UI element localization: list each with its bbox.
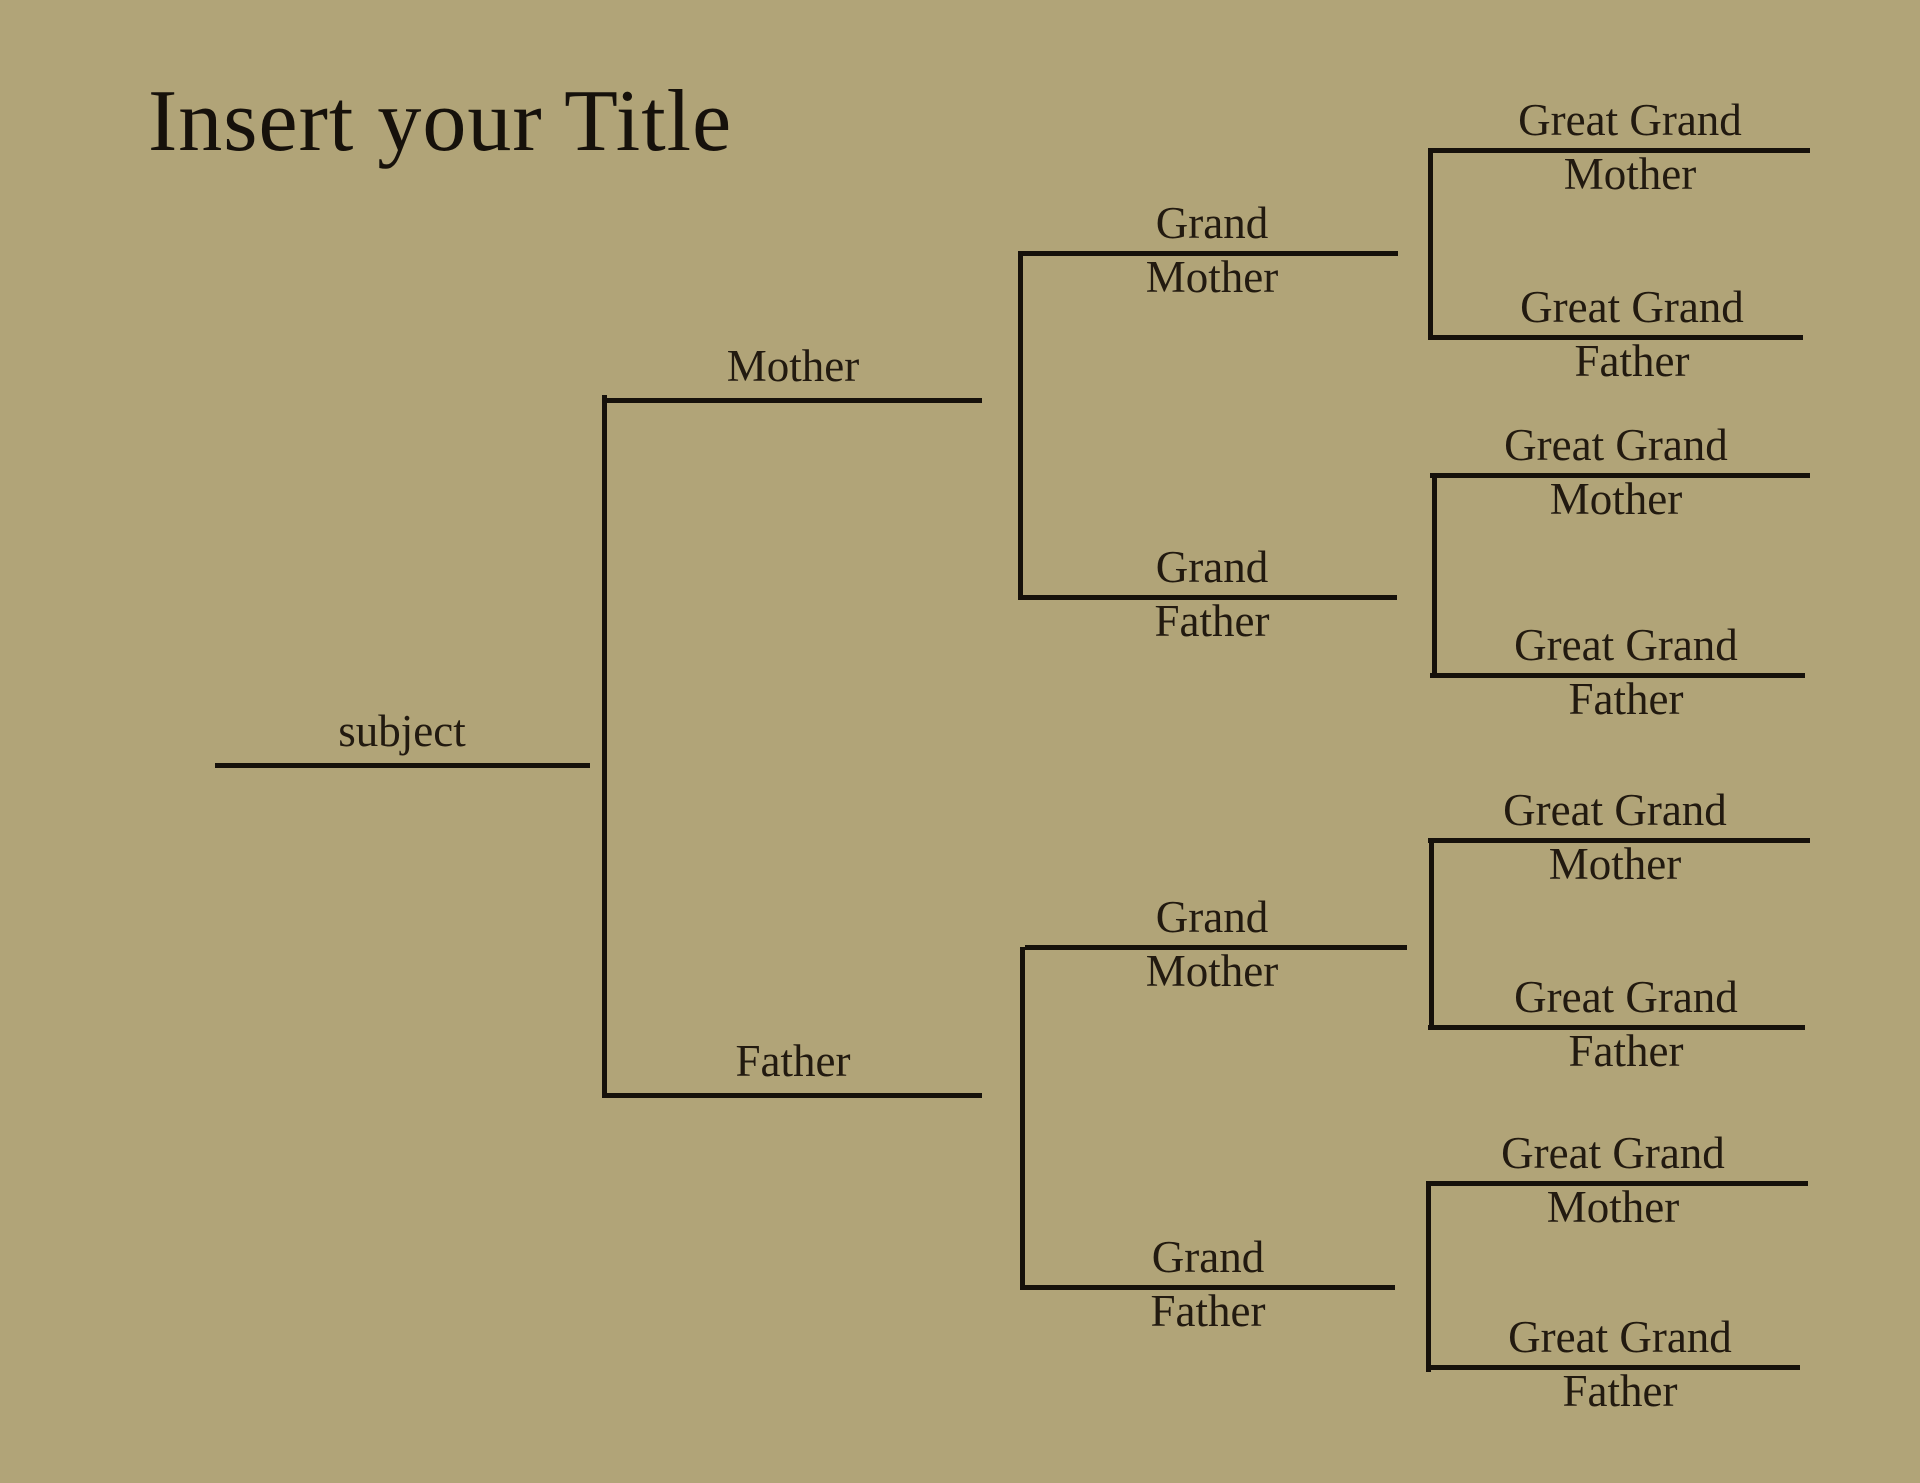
- node-paternal-grandmother: Grand Mother: [992, 890, 1432, 998]
- ff-greatgrandmother-line: [1426, 1181, 1808, 1186]
- node-father: Father: [603, 1035, 983, 1087]
- mm-greatgrandfather-label-line2: Father: [1574, 336, 1690, 386]
- paternal-grandmother-label-line2: Mother: [1145, 946, 1279, 996]
- node-paternal-grandfather: Grand Father: [988, 1230, 1428, 1338]
- parents-bracket-line: [602, 395, 607, 1098]
- node-maternal-grandfather: Grand Father: [992, 540, 1432, 648]
- mf-greatgrandfather-label-line1: Great Grand: [1514, 620, 1738, 670]
- father-label: Father: [735, 1036, 851, 1086]
- ff-greatgrand-bracket-line: [1426, 1181, 1431, 1372]
- node-mm-greatgrandmother: Great Grand Mother: [1410, 93, 1850, 201]
- page-title: Insert your Title: [148, 73, 733, 170]
- fm-greatgrandmother-label-line1: Great Grand: [1503, 785, 1727, 835]
- maternal-grandfather-label-line2: Father: [1154, 596, 1270, 646]
- mother-label: Mother: [726, 341, 860, 391]
- mm-greatgrandfather-line: [1428, 335, 1803, 340]
- node-mother: Mother: [603, 340, 983, 392]
- ff-greatgrandfather-line: [1426, 1365, 1800, 1370]
- paternal-grandfather-label-line2: Father: [1150, 1286, 1266, 1336]
- ff-greatgrandfather-label-line2: Father: [1562, 1366, 1678, 1416]
- mf-greatgrandfather-label-line2: Father: [1568, 674, 1684, 724]
- mm-greatgrandfather-label-line1: Great Grand: [1520, 282, 1744, 332]
- paternal-grandmother-line: [1025, 945, 1407, 950]
- paternal-grandmother-label-line1: Grand: [1155, 892, 1269, 942]
- node-fm-greatgrandmother: Great Grand Mother: [1395, 783, 1835, 891]
- fm-greatgrandmother-label-line2: Mother: [1548, 839, 1682, 889]
- mf-greatgrandfather-line: [1430, 673, 1805, 678]
- subject-line: [215, 763, 590, 768]
- father-line: [602, 1093, 982, 1098]
- mm-greatgrandmother-label-line1: Great Grand: [1518, 95, 1742, 145]
- fm-greatgrandfather-line: [1428, 1025, 1805, 1030]
- node-fm-greatgrandfather: Great Grand Father: [1406, 970, 1846, 1078]
- subject-label: subject: [338, 706, 466, 756]
- ff-greatgrandmother-label-line1: Great Grand: [1501, 1128, 1725, 1178]
- mf-greatgrandmother-label-line1: Great Grand: [1504, 420, 1728, 470]
- node-mm-greatgrandfather: Great Grand Father: [1412, 280, 1852, 388]
- node-ff-greatgrandfather: Great Grand Father: [1400, 1310, 1840, 1418]
- maternal-grandfather-label-line1: Grand: [1155, 542, 1269, 592]
- paternal-grandfather-line: [1020, 1285, 1395, 1290]
- maternal-grandfather-line: [1018, 595, 1397, 600]
- mother-line: [602, 398, 982, 403]
- maternal-grandmother-label-line2: Mother: [1145, 252, 1279, 302]
- ff-greatgrandmother-label-line2: Mother: [1546, 1182, 1680, 1232]
- node-mf-greatgrandmother: Great Grand Mother: [1396, 418, 1836, 526]
- fm-greatgrand-bracket-line: [1429, 838, 1434, 1030]
- ff-greatgrandfather-label-line1: Great Grand: [1508, 1312, 1732, 1362]
- node-mf-greatgrandfather: Great Grand Father: [1406, 618, 1846, 726]
- mm-greatgrandmother-label-line2: Mother: [1563, 149, 1697, 199]
- fm-greatgrandfather-label-line2: Father: [1568, 1026, 1684, 1076]
- mm-greatgrandmother-line: [1428, 148, 1810, 153]
- mm-greatgrand-bracket-line: [1428, 148, 1433, 340]
- fm-greatgrandmother-line: [1428, 838, 1810, 843]
- maternal-grandmother-line: [1018, 251, 1398, 256]
- node-maternal-grandmother: Grand Mother: [992, 196, 1432, 304]
- paternal-grandfather-label-line1: Grand: [1151, 1232, 1265, 1282]
- mf-greatgrandmother-line: [1430, 473, 1810, 478]
- mf-greatgrandmother-label-line2: Mother: [1549, 474, 1683, 524]
- paternal-grandparents-bracket-line: [1020, 947, 1025, 1290]
- mf-greatgrand-bracket-line: [1432, 476, 1437, 678]
- node-subject: subject: [212, 705, 592, 757]
- fm-greatgrandfather-label-line1: Great Grand: [1514, 972, 1738, 1022]
- node-ff-greatgrandmother: Great Grand Mother: [1393, 1126, 1833, 1234]
- maternal-grandparents-bracket-line: [1018, 251, 1023, 600]
- maternal-grandmother-label-line1: Grand: [1155, 198, 1269, 248]
